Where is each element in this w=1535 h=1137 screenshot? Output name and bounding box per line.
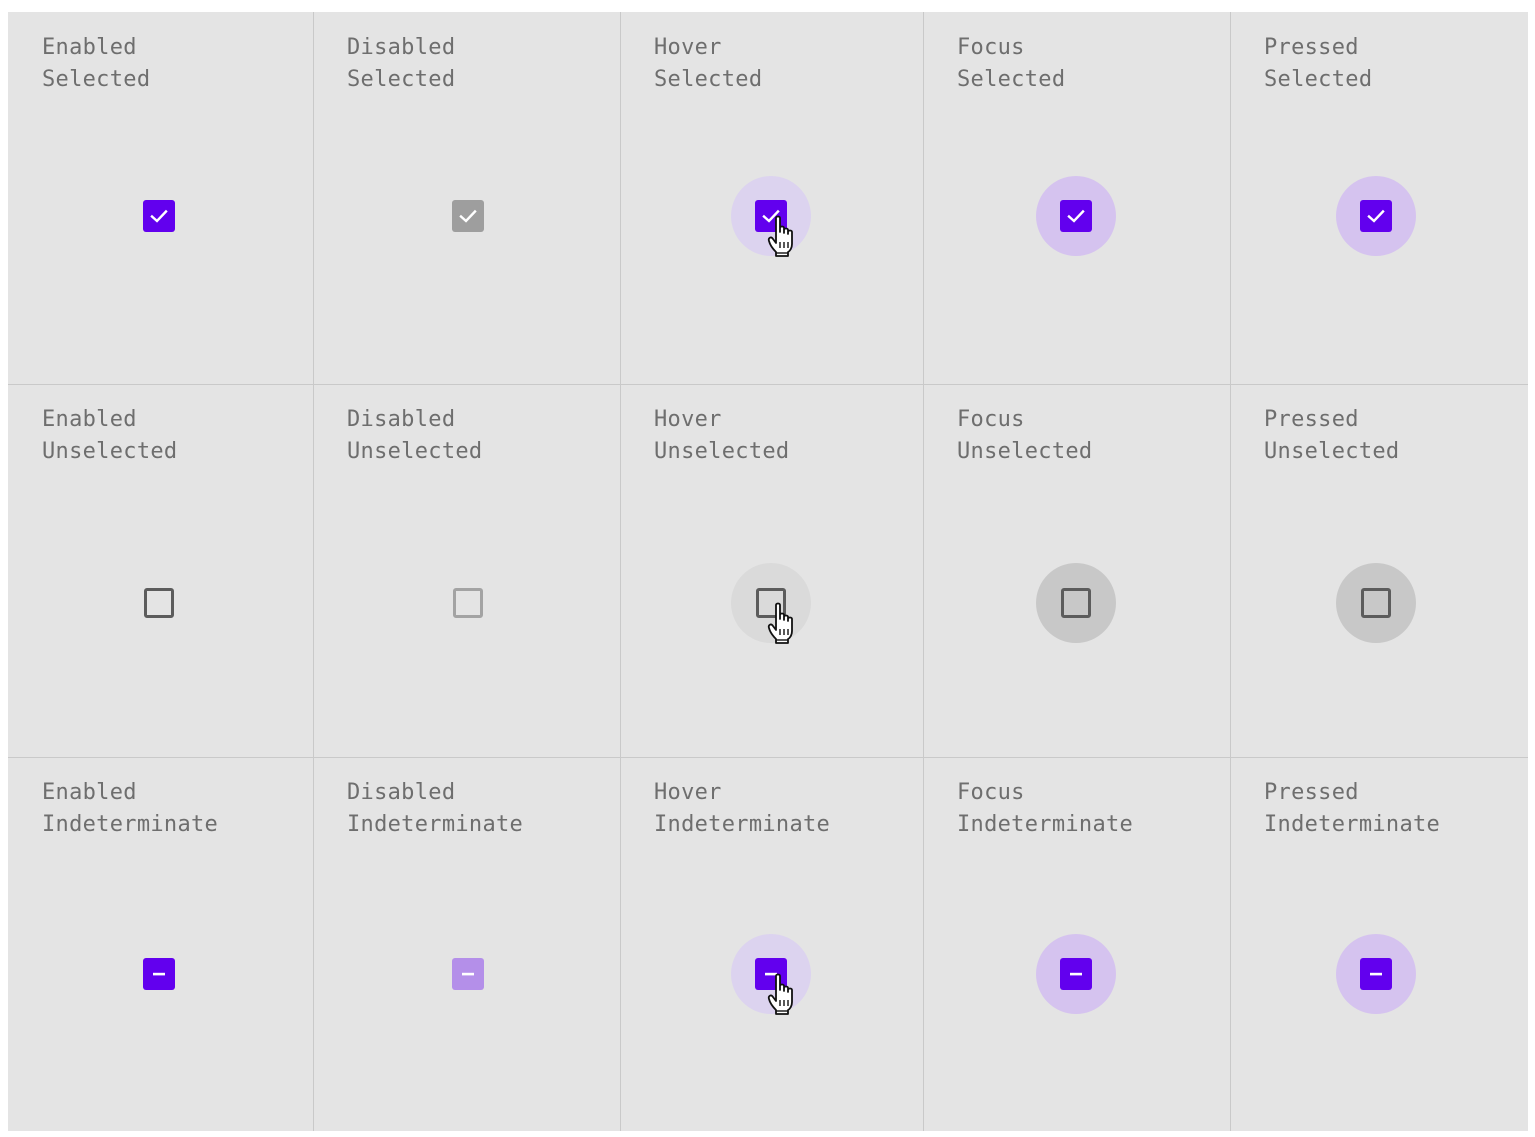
state-label-line-1: Disabled [347,35,456,60]
state-label-line-2: Unselected [654,439,790,464]
grid-divider-vertical [1230,12,1231,1131]
state-label-line-2: Indeterminate [347,812,524,837]
check-icon [1365,205,1387,227]
state-label-line-2: Unselected [347,439,483,464]
checkbox-focus-unselected[interactable] [1061,588,1091,618]
hand-pointer-cursor-icon [767,601,801,645]
checkbox-hover-unselected[interactable] [756,588,786,618]
state-label-line-1: Enabled [42,407,137,432]
checkbox-focus-selected[interactable] [1060,200,1092,232]
checkbox-focus-indeterminate[interactable] [1060,958,1092,990]
state-label-line-1: Enabled [42,35,137,60]
checkbox-disabled-selected [452,200,484,232]
minus-icon [148,963,170,985]
pressed-state-halo [1336,563,1416,643]
checkbox-pressed-selected[interactable] [1360,200,1392,232]
state-label-line-2: Selected [42,67,151,92]
minus-icon [1365,963,1387,985]
state-label-line-2: Indeterminate [1264,812,1441,837]
state-label-line-1: Focus [957,407,1025,432]
state-label-line-2: Unselected [1264,439,1400,464]
state-label-line-1: Hover [654,35,722,60]
state-label-line-1: Focus [957,35,1025,60]
grid-divider-horizontal [8,757,1528,758]
checkbox-disabled-indeterminate [452,958,484,990]
state-label-line-1: Pressed [1264,35,1359,60]
state-label-line-1: Hover [654,407,722,432]
state-label-line-1: Pressed [1264,780,1359,805]
checkbox-enabled-selected[interactable] [143,200,175,232]
state-label-line-2: Indeterminate [654,812,831,837]
checkbox-pressed-unselected[interactable] [1361,588,1391,618]
grid-divider-horizontal [8,384,1528,385]
state-label-line-1: Disabled [347,407,456,432]
state-label-line-2: Selected [347,67,456,92]
check-icon [760,205,782,227]
state-label-line-2: Unselected [957,439,1093,464]
grid-divider-vertical [313,12,314,1131]
state-label-line-1: Disabled [347,780,456,805]
hand-pointer-cursor-icon [767,972,801,1016]
minus-icon [457,963,479,985]
checkbox-enabled-indeterminate[interactable] [143,958,175,990]
state-label-line-2: Selected [1264,67,1373,92]
state-label-line-2: Selected [957,67,1066,92]
check-icon [1065,205,1087,227]
state-label-line-1: Hover [654,780,722,805]
focus-state-halo [1036,563,1116,643]
minus-icon [760,963,782,985]
checkbox-enabled-unselected[interactable] [144,588,174,618]
checkbox-pressed-indeterminate[interactable] [1360,958,1392,990]
state-label-line-1: Pressed [1264,407,1359,432]
state-label-line-1: Focus [957,780,1025,805]
check-icon [457,205,479,227]
hand-pointer-cursor-icon [767,214,801,258]
checkbox-disabled-unselected [453,588,483,618]
state-label-line-1: Enabled [42,780,137,805]
state-label-line-2: Unselected [42,439,178,464]
check-icon [148,205,170,227]
state-label-line-2: Indeterminate [42,812,219,837]
grid-divider-vertical [620,12,621,1131]
state-label-line-2: Indeterminate [957,812,1134,837]
state-label-line-2: Selected [654,67,763,92]
minus-icon [1065,963,1087,985]
grid-divider-vertical [923,12,924,1131]
